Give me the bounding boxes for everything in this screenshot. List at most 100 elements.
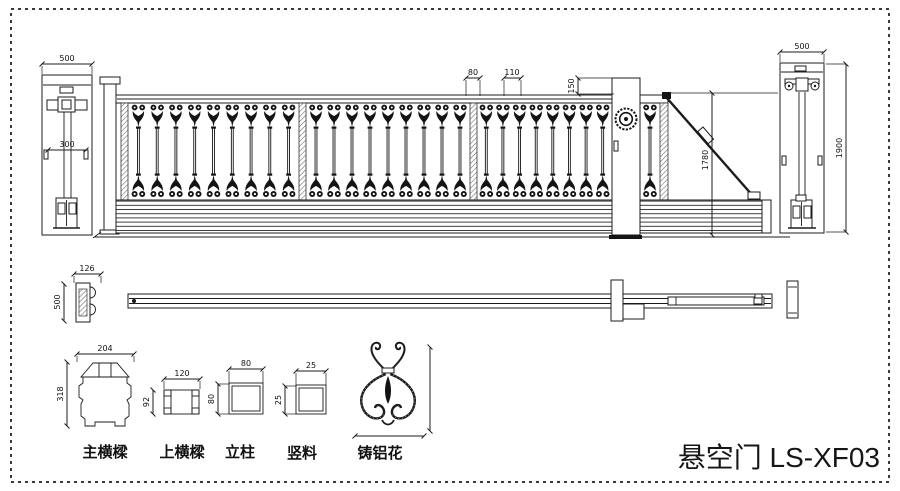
plan-crossing-post <box>610 279 624 322</box>
plan-post-step <box>622 303 645 320</box>
post-dim-80w: 80 <box>226 359 266 383</box>
dim-label-300: 300 <box>59 140 74 149</box>
dim-label-318: 318 <box>56 386 65 401</box>
profile-vbar <box>295 384 327 415</box>
baluster <box>263 105 277 197</box>
profile-post <box>228 382 264 415</box>
baluster <box>480 105 494 197</box>
baluster <box>188 105 202 197</box>
middle-drive-post <box>611 77 641 236</box>
baluster <box>496 105 510 197</box>
right-post-dim-500: 500 <box>777 42 827 62</box>
gate-dim-1780: 1780 <box>670 90 778 238</box>
dim-label-92: 92 <box>142 397 151 407</box>
sheet-border <box>10 8 890 483</box>
profile-cast-flower <box>360 341 416 426</box>
right-post-dim-1900: 1900 <box>826 61 849 235</box>
batten-hatch-1 <box>120 102 129 201</box>
profile-main-beam <box>78 362 132 427</box>
baluster-panel-1 <box>132 105 296 197</box>
dim-label-500-plan: 500 <box>53 294 62 309</box>
label-vbar: 竖料 <box>287 444 317 462</box>
baluster <box>207 105 221 197</box>
gate-dim-110: 110 <box>501 68 524 96</box>
tension-brace <box>662 92 761 200</box>
baluster <box>529 105 543 197</box>
baluster <box>363 105 377 197</box>
lock-medallion-icon <box>614 107 638 131</box>
baluster <box>226 105 240 197</box>
dim-label-25h: 25 <box>274 395 283 405</box>
baluster <box>546 105 560 197</box>
baluster <box>169 105 183 197</box>
top-beam-dim-120: 120 <box>161 369 203 389</box>
dim-label-80h: 80 <box>207 394 216 404</box>
dim-label-500-right: 500 <box>794 42 809 51</box>
drawing-title: 悬空门 LS-XF03 <box>678 442 880 473</box>
baluster <box>345 105 359 197</box>
vbar-dim-25w: 25 <box>293 361 329 385</box>
baluster <box>381 105 395 197</box>
left-post-detail <box>41 74 93 236</box>
post-dim-80h: 80 <box>207 381 229 417</box>
batten-hatch-4 <box>659 102 669 201</box>
baluster <box>417 105 431 197</box>
top-beam-dim-92: 92 <box>142 387 156 417</box>
label-cast-flower: 铸铝花 <box>357 444 402 462</box>
guide-post <box>103 83 117 233</box>
baluster <box>399 105 413 197</box>
dim-label-150: 150 <box>567 78 576 93</box>
plan-end-post <box>786 280 799 319</box>
dim-label-25w: 25 <box>306 361 316 370</box>
baluster <box>282 105 296 197</box>
baluster <box>309 105 323 197</box>
main-beam-dim-204: 204 <box>74 344 137 362</box>
label-top-beam: 上横樑 <box>159 443 205 461</box>
baluster <box>643 105 657 197</box>
right-post-detail <box>779 62 825 234</box>
label-post: 立柱 <box>225 443 255 461</box>
profile-top-beam <box>163 389 200 415</box>
baluster-panel-4 <box>643 105 657 197</box>
baluster <box>453 105 467 197</box>
baluster <box>150 105 164 197</box>
baluster <box>579 105 593 197</box>
gate-dim-80: 80 <box>463 68 483 96</box>
batten-hatch-3 <box>469 102 478 201</box>
batten-hatch-2 <box>298 102 307 201</box>
dim-label-80w: 80 <box>241 359 251 368</box>
baluster <box>513 105 527 197</box>
post-handle <box>613 140 619 152</box>
dim-label-126: 126 <box>79 264 94 273</box>
plan-view <box>75 279 799 323</box>
dim-label-120: 120 <box>174 369 189 378</box>
baluster-panel-2 <box>309 105 467 197</box>
left-post-dim-500: 500 <box>39 54 95 74</box>
dim-label-110: 110 <box>504 68 519 77</box>
guide-post-cap <box>99 76 121 85</box>
baluster-panel-3 <box>480 105 610 197</box>
baluster <box>435 105 449 197</box>
bottom-main-beam <box>115 199 771 234</box>
dim-label-204: 204 <box>97 344 112 353</box>
baluster <box>327 105 341 197</box>
gate-elevation <box>92 76 790 239</box>
dim-label-500-left: 500 <box>59 54 74 63</box>
main-beam-dim-318: 318 <box>56 359 70 429</box>
baluster <box>244 105 258 197</box>
plan-dim-500: 500 <box>53 281 67 324</box>
label-main-beam: 主横樑 <box>82 443 128 461</box>
dim-label-1780: 1780 <box>701 150 710 170</box>
baluster <box>596 105 610 197</box>
left-post-dim-300: 300 <box>45 140 89 153</box>
plan-dim-126: 126 <box>71 264 104 283</box>
beam-end-cap <box>761 199 772 234</box>
vbar-dim-25h: 25 <box>274 383 296 417</box>
dim-label-80: 80 <box>468 68 478 77</box>
baluster <box>563 105 577 197</box>
gate-dim-150: 150 <box>567 75 614 97</box>
plan-gate-beam <box>667 296 765 306</box>
dim-label-1900: 1900 <box>835 138 844 158</box>
